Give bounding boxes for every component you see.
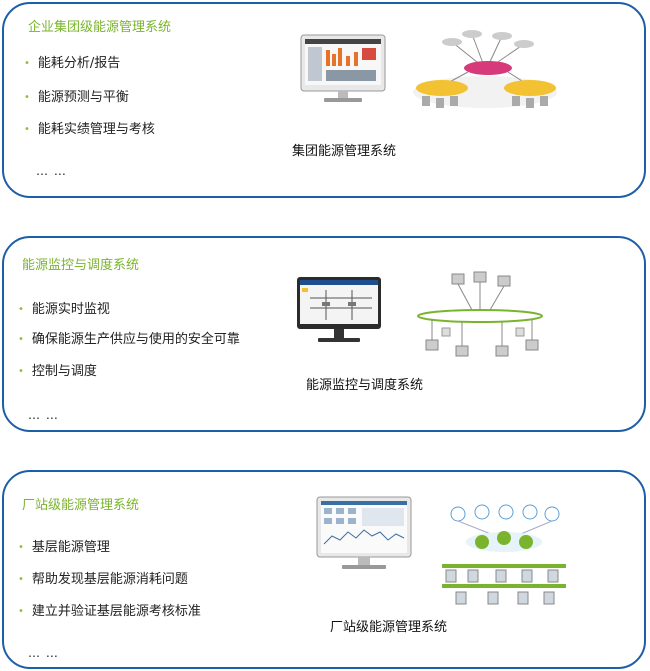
ellipsis: … … [28, 646, 59, 660]
monitor-icon [297, 277, 381, 342]
caption: 能源监控与调度系统 [306, 378, 424, 393]
bullet-icon: • [24, 92, 30, 103]
network-diagram-icon [413, 30, 557, 108]
bullet-icon: • [18, 334, 24, 345]
ellipsis: … … [36, 164, 67, 178]
network-diagram-icon [417, 271, 543, 357]
list-item: •帮助发现基层能源消耗问题 [18, 572, 188, 587]
bullet-icon: • [24, 124, 30, 135]
bullet-icon: • [24, 58, 30, 69]
list-item: •控制与调度 [18, 364, 97, 379]
list-item: •能耗分析/报告 [24, 56, 121, 71]
ellipsis: … … [28, 408, 59, 422]
list-item: •基层能源管理 [18, 540, 110, 555]
section-title: 企业集团级能源管理系统 [28, 20, 172, 35]
caption: 厂站级能源管理系统 [330, 620, 448, 635]
bullet-icon: • [18, 574, 24, 585]
bullet-icon: • [18, 304, 24, 315]
bullet-icon: • [18, 606, 24, 617]
monitor-icon [316, 496, 412, 569]
list-item: •能源实时监视 [18, 302, 110, 317]
list-item: •确保能源生产供应与使用的安全可靠 [18, 332, 240, 347]
panel-monitoring-dispatch [2, 236, 646, 432]
network-diagram-icon [442, 504, 566, 605]
list-item: •能耗实绩管理与考核 [24, 122, 155, 137]
list-item: •建立并验证基层能源考核标准 [18, 604, 201, 619]
monitor-icon [300, 34, 386, 102]
list-item: •能源预测与平衡 [24, 90, 129, 105]
section-title: 厂站级能源管理系统 [22, 498, 140, 513]
bullet-icon: • [18, 542, 24, 553]
bullet-icon: • [18, 366, 24, 377]
section-title: 能源监控与调度系统 [22, 258, 140, 273]
caption: 集团能源管理系统 [292, 144, 397, 159]
